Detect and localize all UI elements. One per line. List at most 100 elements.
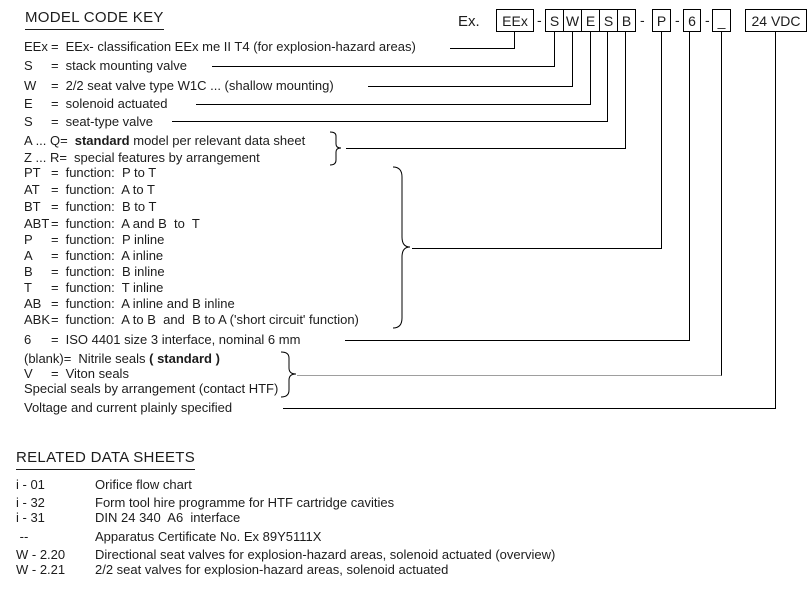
key-row: AT = function: A to T bbox=[24, 183, 155, 197]
datasheet-description: Form tool hire programme for HTF cartrid… bbox=[95, 495, 395, 510]
key-row: T=function: T inline bbox=[24, 281, 163, 295]
key-row: E=solenoid actuated bbox=[24, 97, 168, 111]
connector-line-seals bbox=[297, 32, 722, 376]
key-row: ABK= function: A to B and B to A ('short … bbox=[24, 313, 359, 327]
key-description: special features by arrangement bbox=[73, 150, 260, 165]
key-description: 2/2 seat valve type W1C ... (shallow mou… bbox=[65, 78, 334, 93]
model-code-key-title: MODEL CODE KEY bbox=[25, 9, 164, 30]
key-equals: = bbox=[51, 182, 59, 197]
connector-line-eex bbox=[450, 32, 515, 49]
key-description: function: T inline bbox=[65, 280, 164, 295]
key-code: AT bbox=[24, 182, 40, 197]
key-description: standard model per relevant data sheet bbox=[74, 133, 306, 148]
code-separator: - bbox=[640, 12, 645, 28]
key-row: S=seat-type valve bbox=[24, 115, 153, 129]
key-description: seat-type valve bbox=[65, 114, 154, 129]
datasheet-description: Orifice flow chart bbox=[95, 477, 192, 492]
datasheet-code: i - 31 bbox=[16, 510, 45, 525]
brace-seals bbox=[280, 351, 297, 398]
key-equals: = bbox=[59, 150, 67, 165]
key-code: V bbox=[24, 366, 33, 381]
key-code: BT bbox=[24, 199, 41, 214]
key-code: ABK bbox=[24, 312, 51, 327]
key-equals: = bbox=[51, 296, 59, 311]
example-label: Ex. bbox=[458, 13, 480, 30]
key-description: function: A and B to T bbox=[65, 216, 200, 231]
key-equals: = bbox=[51, 264, 59, 279]
key-description: function: P to T bbox=[65, 165, 157, 180]
key-description: stack mounting valve bbox=[65, 58, 187, 73]
datasheet-description: DIN 24 340 A6 interface bbox=[95, 510, 241, 525]
key-code: B bbox=[24, 264, 33, 279]
datasheet-description: Directional seat valves for explosion-ha… bbox=[95, 547, 556, 562]
key-description: Nitrile seals ( standard ) bbox=[78, 351, 220, 366]
code-separator: - bbox=[537, 12, 542, 28]
key-code: E bbox=[24, 96, 33, 111]
connector-line-s2 bbox=[172, 32, 608, 122]
key-row: Z ... R=special features by arrangement bbox=[24, 151, 260, 165]
key-row: W=2/2 seat valve type W1C ... (shallow m… bbox=[24, 79, 334, 93]
key-code: P bbox=[24, 232, 33, 247]
key-description: function: A inline and B inline bbox=[65, 296, 235, 311]
key-equals: = bbox=[51, 312, 59, 327]
code-box-eex: EEx bbox=[496, 9, 534, 32]
key-equals: = bbox=[51, 216, 59, 231]
key-equals: = bbox=[51, 39, 59, 54]
key-row: A ... Q= standard model per relevant data… bbox=[24, 134, 305, 148]
key-row: EEx=EEx- classification EEx me II T4 (fo… bbox=[24, 40, 416, 54]
code-box-s1: S bbox=[545, 9, 564, 32]
key-row: PT = function: P to T bbox=[24, 166, 156, 180]
related-data-sheets-title: RELATED DATA SHEETS bbox=[16, 449, 196, 470]
key-description: Voltage and current plainly specified bbox=[24, 400, 233, 415]
key-description: function: A to T bbox=[65, 182, 155, 197]
key-row: AB = function: A inline and B inline bbox=[24, 297, 235, 311]
datasheet-description: 2/2 seat valves for explosion-hazard are… bbox=[95, 562, 449, 577]
key-code: S bbox=[24, 58, 33, 73]
connector-line-s1 bbox=[212, 32, 555, 67]
datasheet-row: -- Apparatus Certificate No. Ex 89Y5111X bbox=[16, 529, 322, 544]
key-row: (blank)=Nitrile seals ( standard ) bbox=[24, 352, 220, 366]
key-row: P = function: P inline bbox=[24, 233, 164, 247]
connector-line-voltage bbox=[283, 32, 776, 409]
key-equals: = bbox=[51, 232, 59, 247]
key-equals: = bbox=[51, 114, 59, 129]
key-code: AB bbox=[24, 296, 42, 311]
code-box-w: W bbox=[563, 9, 582, 32]
key-equals: = bbox=[51, 58, 59, 73]
key-code: PT bbox=[24, 165, 41, 180]
key-code: A ... Q bbox=[24, 133, 61, 148]
key-row: B=function: B inline bbox=[24, 265, 165, 279]
brace-standard-special bbox=[329, 131, 342, 166]
key-row: A=function: A inline bbox=[24, 249, 163, 263]
key-equals: = bbox=[51, 96, 59, 111]
datasheet-row: i - 31 DIN 24 340 A6 interface bbox=[16, 511, 240, 525]
key-code: W bbox=[24, 78, 37, 93]
connector-line-p bbox=[412, 32, 662, 249]
code-box-voltage: 24 VDC bbox=[745, 9, 807, 32]
key-row: ABT= function: A and B to T bbox=[24, 217, 200, 231]
key-equals: = bbox=[51, 165, 59, 180]
key-equals: = bbox=[51, 332, 59, 347]
key-description: function: P inline bbox=[65, 232, 165, 247]
key-code: ABT bbox=[24, 216, 50, 231]
code-separator: - bbox=[675, 12, 680, 28]
key-code: 6 bbox=[24, 332, 32, 347]
key-description: function: A to B and B to A ('short circ… bbox=[65, 312, 359, 327]
key-equals: = bbox=[51, 366, 59, 381]
key-description: ISO 4401 size 3 interface, nominal 6 mm bbox=[65, 332, 301, 347]
datasheet-code: i - 01 bbox=[16, 477, 45, 492]
code-separator: - bbox=[705, 12, 710, 28]
datasheet-code: -- bbox=[16, 529, 29, 544]
datasheet-description: Apparatus Certificate No. Ex 89Y5111X bbox=[95, 529, 322, 544]
key-description: function: A inline bbox=[65, 248, 164, 263]
code-box-b: B bbox=[617, 9, 636, 32]
code-box-blank: _ bbox=[712, 9, 731, 32]
code-box-6: 6 bbox=[683, 9, 701, 32]
key-equals: = bbox=[60, 133, 68, 148]
key-equals: = bbox=[63, 351, 72, 366]
connector-line-b bbox=[346, 32, 626, 149]
